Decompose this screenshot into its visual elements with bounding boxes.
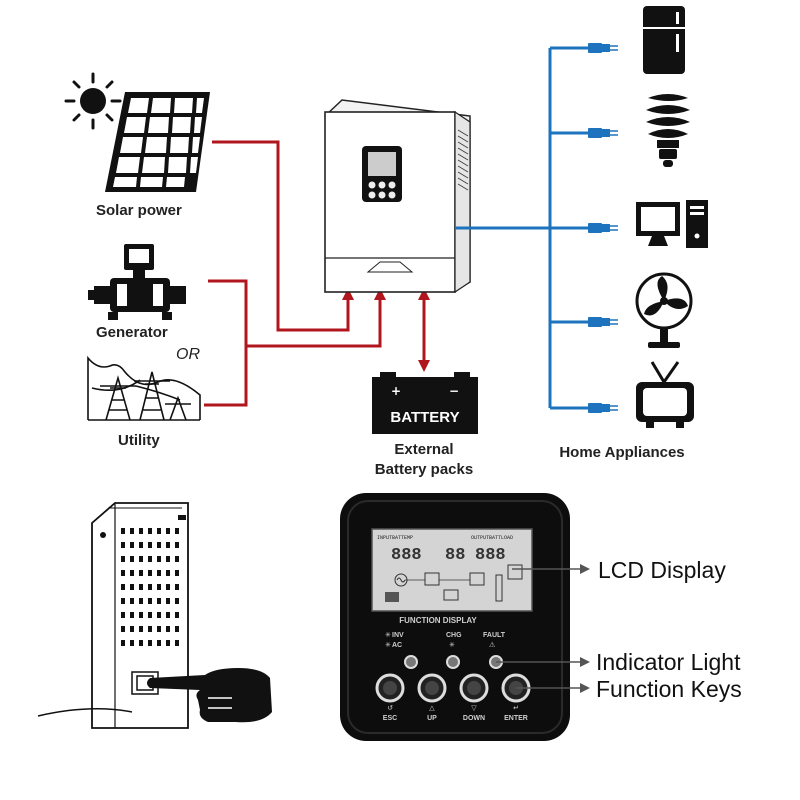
svg-text:↵: ↵ <box>513 704 519 712</box>
battery-caption-line2: Battery packs <box>375 461 473 478</box>
indicator-light-chg <box>446 655 460 669</box>
indicator-ac-label: AC <box>392 642 402 649</box>
svg-text:✳: ✳ <box>385 641 391 649</box>
lcd-display-callout: LCD Display <box>598 557 726 583</box>
lcd-screen: INPUTBATTEMP OUTPUTBATTLOAD 888 88 888 <box>371 528 533 612</box>
down-button[interactable] <box>459 673 489 703</box>
inverter-unit <box>323 99 471 294</box>
utility-label: Utility <box>118 432 160 449</box>
fan-icon <box>635 272 693 348</box>
svg-text:⚠: ⚠ <box>489 641 496 649</box>
esc-key-label: ESC <box>383 715 397 722</box>
svg-text:+: + <box>391 384 401 398</box>
lcd-digits-mid: 88 <box>445 546 465 565</box>
enter-key-label: ENTER <box>504 715 528 722</box>
function-display-label: FUNCTION DISPLAY <box>399 616 477 625</box>
utility-grid-icon <box>87 355 201 421</box>
pointing-hand-icon <box>147 668 272 723</box>
svg-text:✳: ✳ <box>449 641 455 649</box>
battery-box-label: BATTERY <box>390 409 459 426</box>
up-key-label: UP <box>427 715 437 722</box>
tv-icon <box>636 361 694 428</box>
solar-panel-icon <box>105 92 210 192</box>
sun-icon <box>64 72 122 130</box>
svg-text:✳: ✳ <box>385 631 391 639</box>
callout-arrows <box>496 564 590 693</box>
up-button[interactable] <box>417 673 447 703</box>
battery-caption-line1: External <box>394 441 453 458</box>
function-keys-callout: Function Keys <box>596 676 742 702</box>
esc-button[interactable] <box>375 673 405 703</box>
indicator-chg-label: CHG <box>446 632 462 639</box>
refrigerator-icon <box>643 6 685 74</box>
svg-text:△: △ <box>429 704 435 712</box>
generator-icon <box>88 244 186 320</box>
plug-icons <box>588 43 610 413</box>
home-appliances-label: Home Appliances <box>559 444 684 461</box>
indicator-light-inv <box>404 655 418 669</box>
svg-text:▽: ▽ <box>471 704 477 712</box>
indicator-inv-label: INV <box>392 632 404 639</box>
control-panel: INPUTBATTEMP OUTPUTBATTLOAD 888 88 888 F… <box>340 493 570 741</box>
output-wiring <box>455 46 590 410</box>
battery-icon: BATTERY + − <box>372 372 478 434</box>
indicator-light-callout: Indicator Light <box>596 649 741 675</box>
generator-label: Generator <box>96 324 168 341</box>
plug-prongs <box>610 45 618 411</box>
solar-power-label: Solar power <box>96 202 182 219</box>
lcd-top-right: OUTPUTBATTLOAD <box>471 535 513 541</box>
bulb-icon <box>646 94 690 167</box>
lcd-digits-left: 888 <box>391 546 422 565</box>
input-wiring <box>204 140 426 407</box>
lcd-top-left: INPUTBATTEMP <box>377 535 413 541</box>
lcd-digits-right: 888 <box>475 546 506 565</box>
inverter-side-illustration <box>37 502 189 729</box>
or-label: OR <box>176 346 200 363</box>
input-arrowheads <box>342 288 430 372</box>
computer-icon <box>636 200 708 248</box>
svg-text:−: − <box>449 384 459 398</box>
indicator-fault-label: FAULT <box>483 632 506 639</box>
down-key-label: DOWN <box>463 715 485 722</box>
svg-text:↺: ↺ <box>387 704 393 712</box>
